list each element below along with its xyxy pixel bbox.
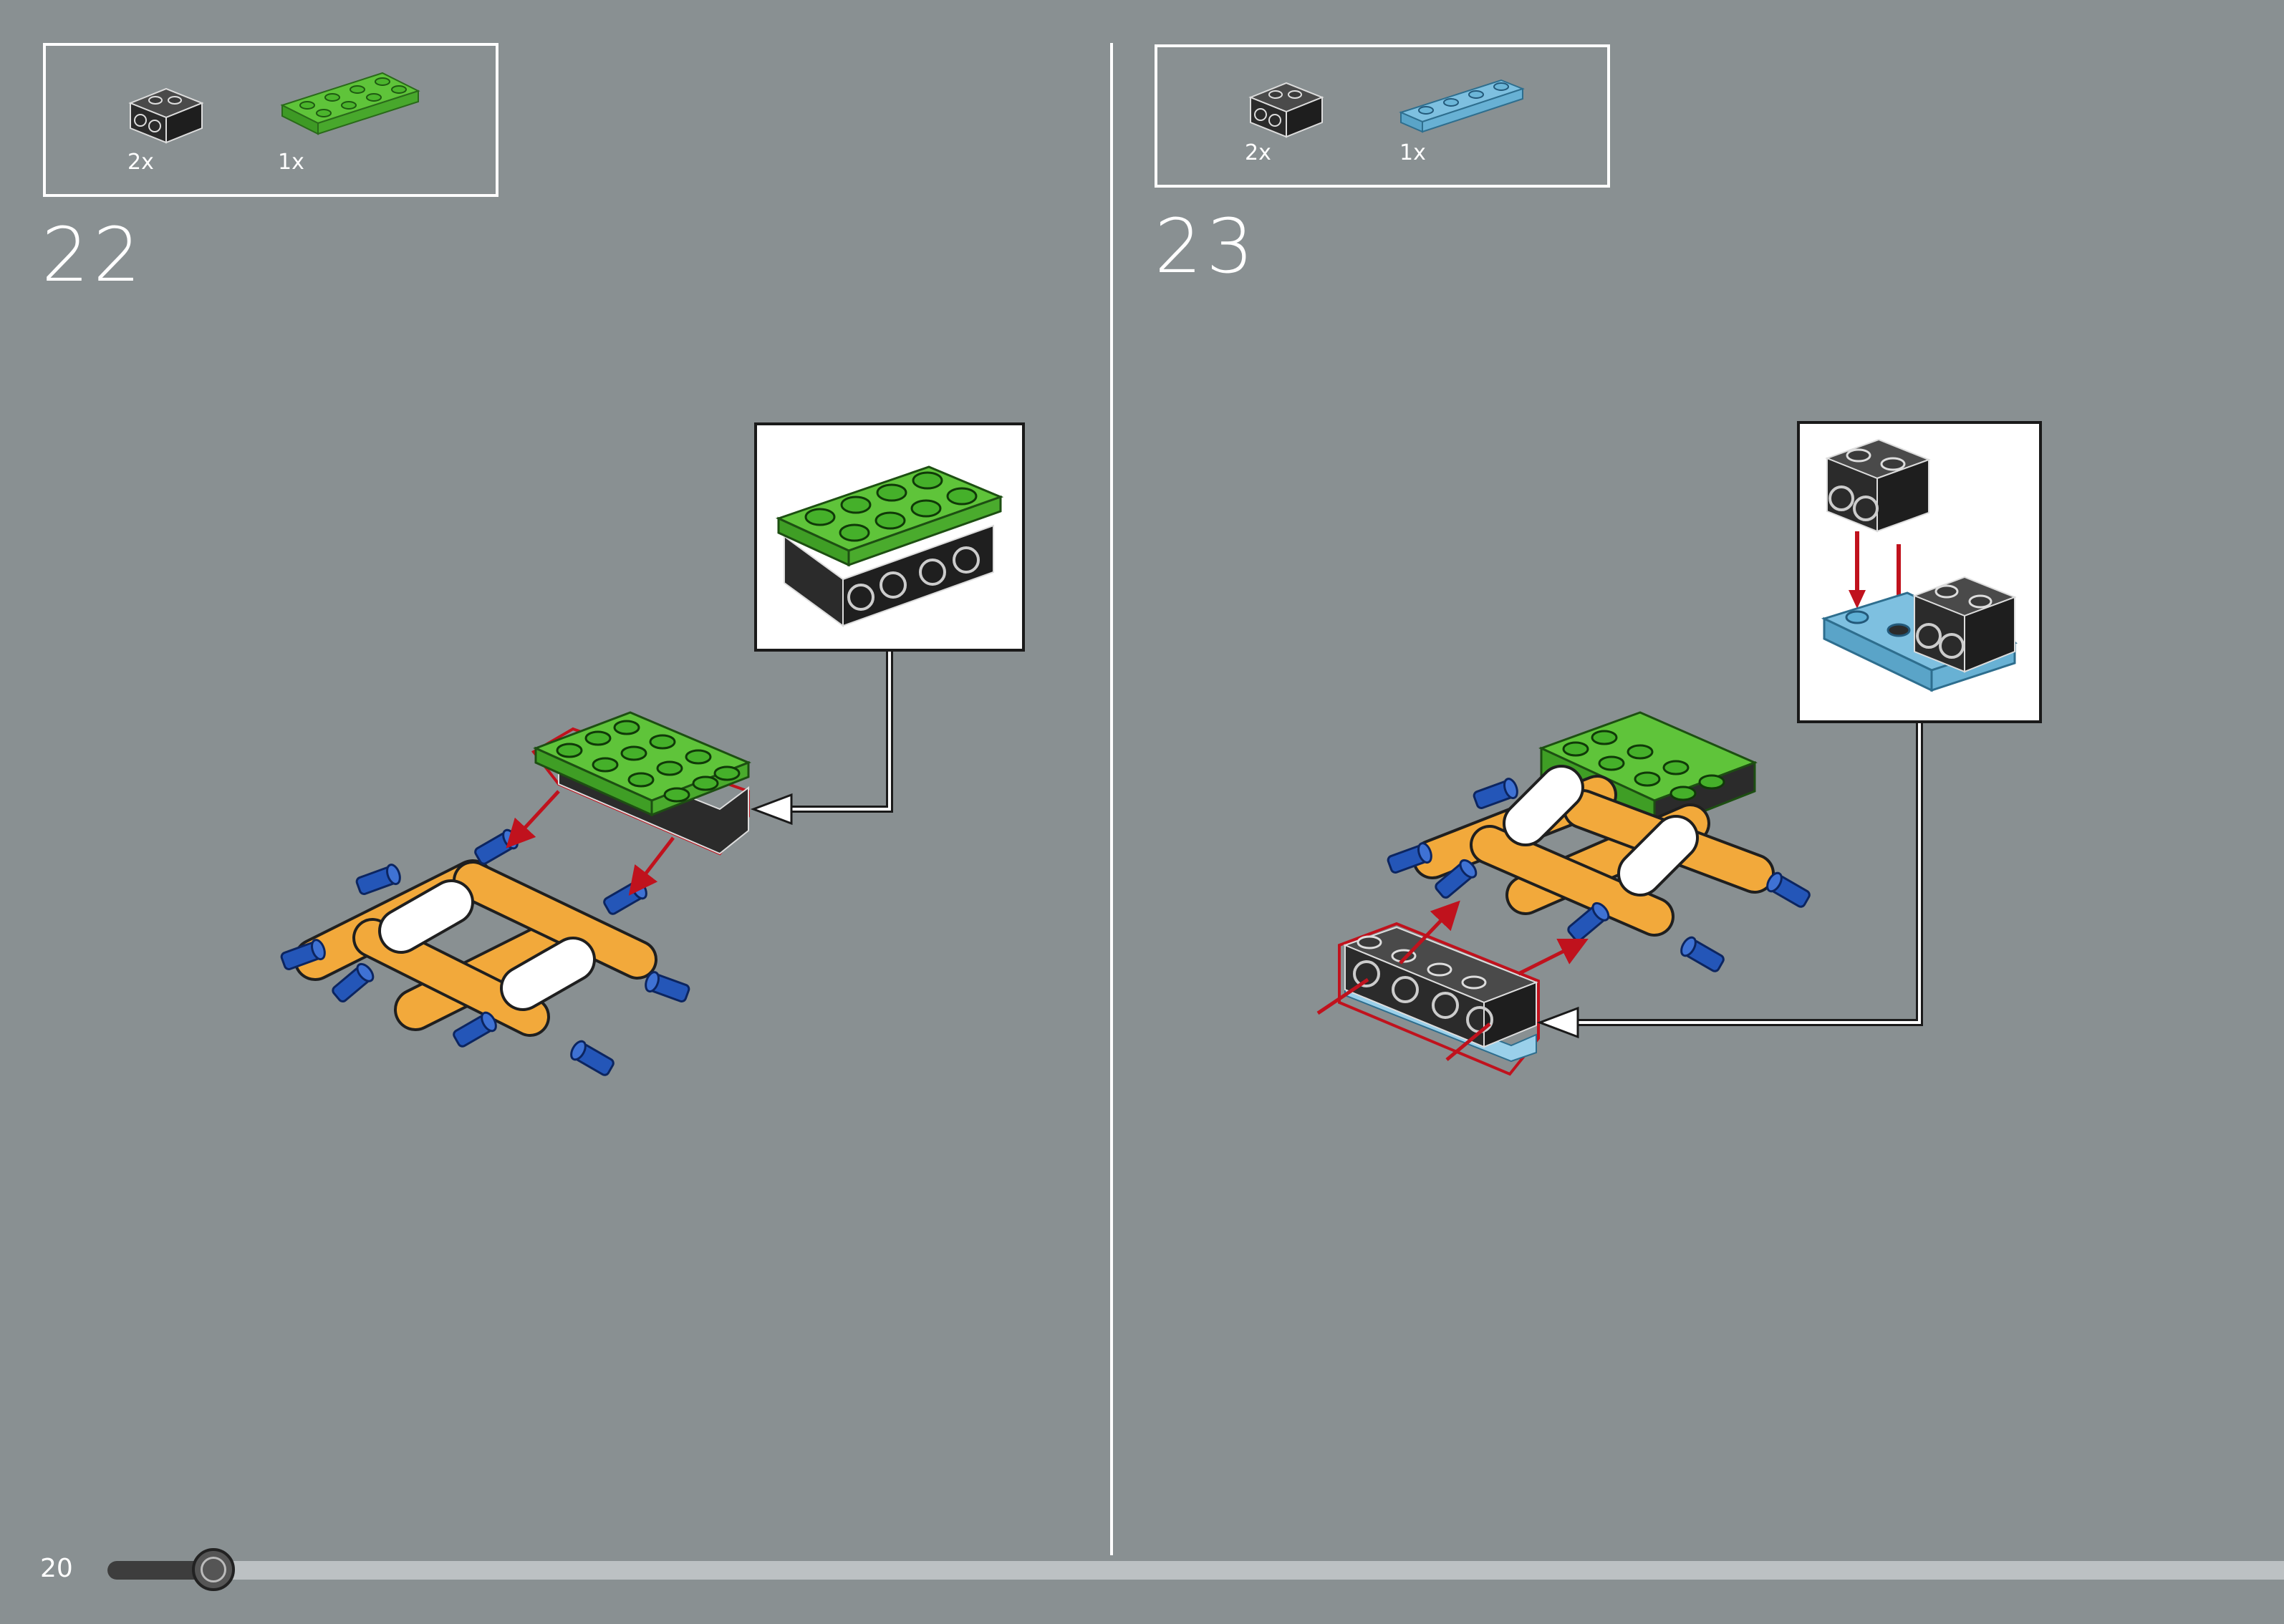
page-step-23: 2x 1x 23: [1114, 0, 2284, 1624]
step-number: 22: [42, 211, 145, 299]
part-qty: 1x: [1399, 140, 1426, 165]
parts-list-box: 2x 1x: [1155, 44, 1610, 188]
brick-onto-blue-plate-icon: [1821, 438, 2018, 692]
step-23-new-part: [1316, 900, 1589, 1076]
part-qty: 2x: [127, 150, 154, 175]
progress-track: [107, 1561, 2284, 1580]
part-qty: 1x: [278, 150, 304, 175]
page-number: 20: [40, 1554, 73, 1583]
green-plate-on-bricks-icon: [775, 465, 1004, 627]
blue-plate-1x4-icon: [1399, 79, 1525, 133]
page-step-22: 2x 1x 22: [0, 0, 1112, 1624]
page-divider: [1110, 43, 1113, 1555]
step-22-frame: [279, 826, 692, 1079]
callout-connector: [750, 652, 893, 826]
progress-knob-icon[interactable]: [192, 1548, 235, 1591]
black-technic-brick-icon: [1248, 82, 1324, 138]
callout-connector: [1536, 723, 1923, 1039]
parts-list-box: 2x 1x: [43, 43, 498, 197]
step-23-frame: [1385, 711, 1813, 975]
step-22-new-part: [506, 711, 751, 896]
green-plate-2x4-icon: [280, 72, 420, 135]
black-technic-brick-icon: [128, 87, 204, 144]
step-number: 23: [1155, 203, 1258, 290]
callout-box: [754, 422, 1025, 652]
part-qty: 2x: [1245, 140, 1271, 165]
callout-box: [1797, 421, 2042, 723]
